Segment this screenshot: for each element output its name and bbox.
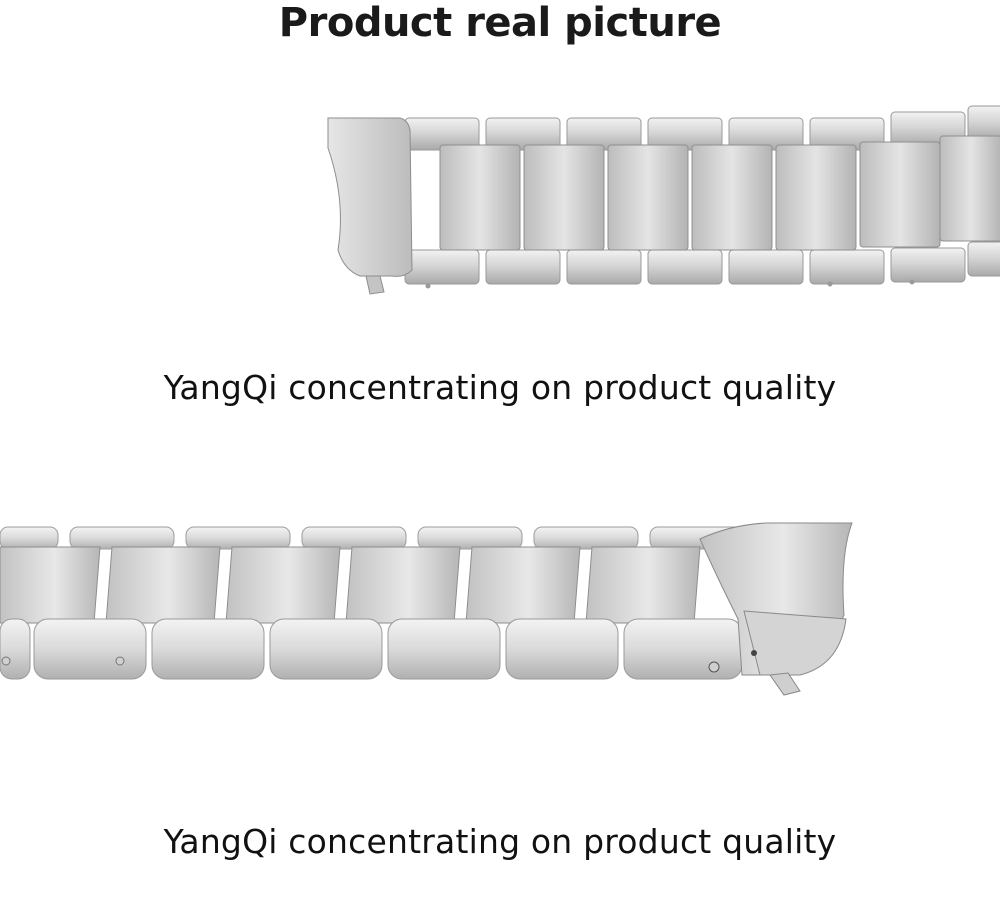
bracelet-photo-bottom <box>0 515 1000 705</box>
caption-1: YangQi concentrating on product quality <box>163 368 837 407</box>
page-title: Product real picture <box>278 0 722 46</box>
caption-2: YangQi concentrating on product quality <box>163 822 837 861</box>
bracelet-photo-top <box>0 100 1000 300</box>
